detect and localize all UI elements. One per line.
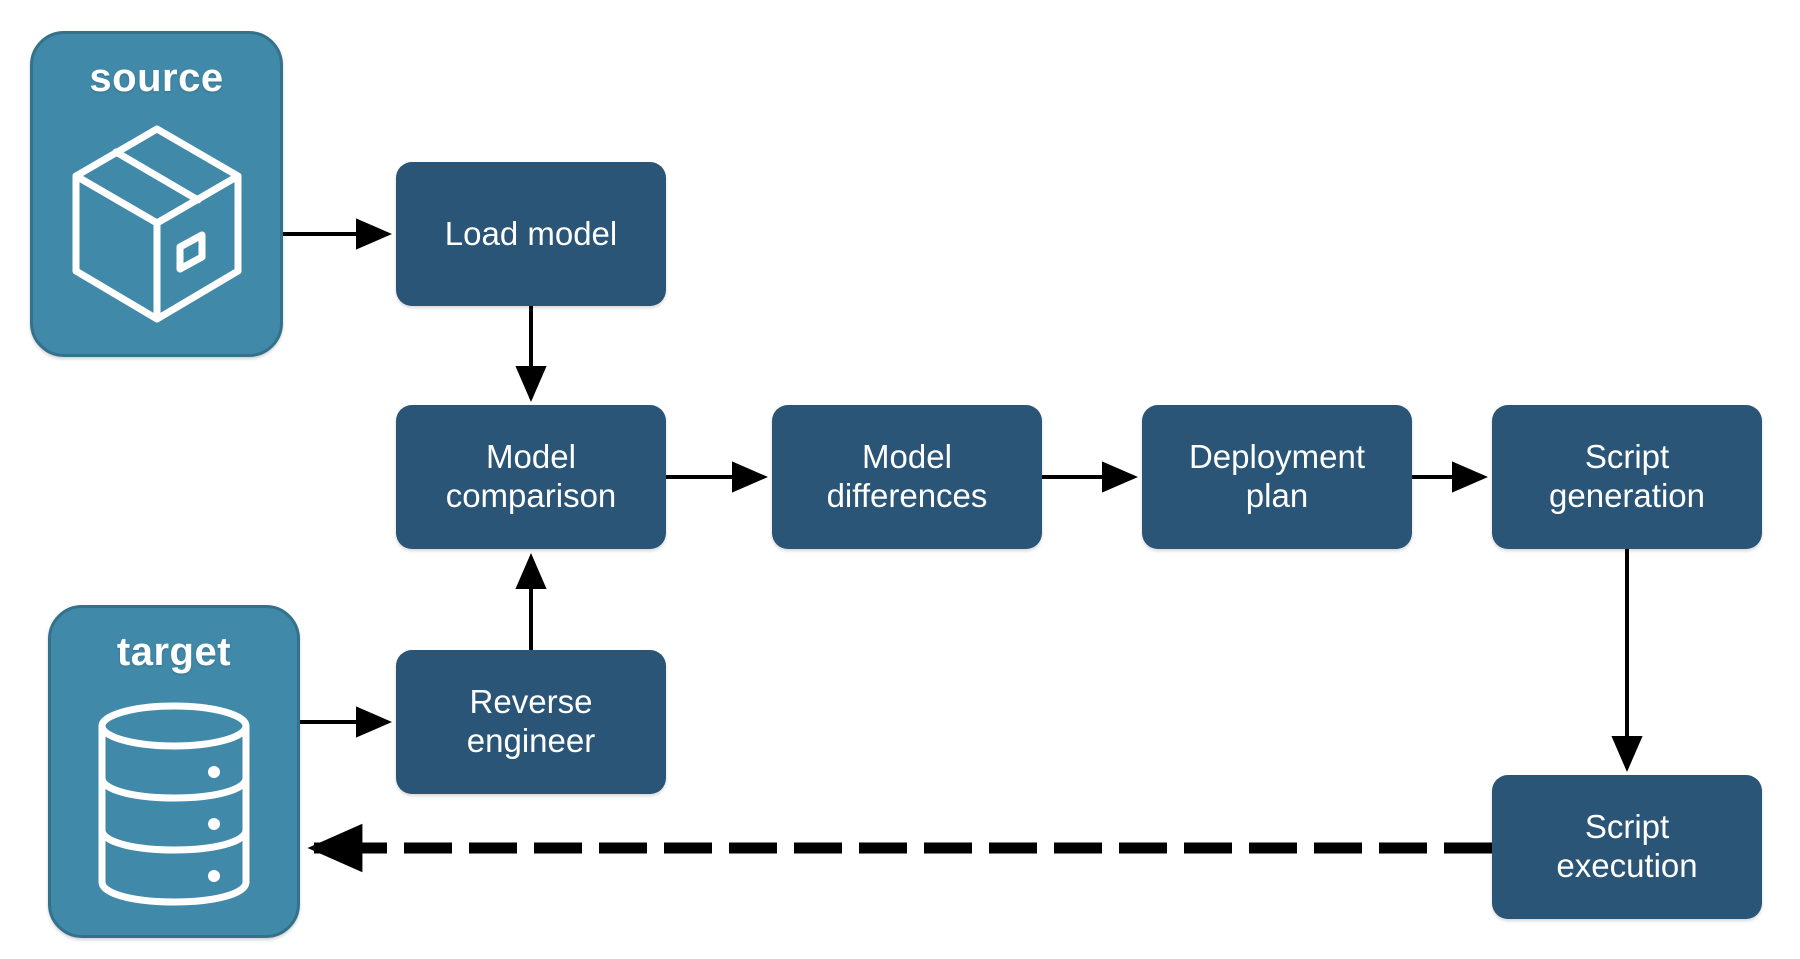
- node-model-differences[interactable]: Model differences: [772, 405, 1042, 549]
- node-model-comparison[interactable]: Model comparison: [396, 405, 666, 549]
- endpoint-source[interactable]: source: [30, 31, 283, 357]
- database-cylinder-icon: [51, 672, 297, 935]
- node-deployment-plan-label: Deployment plan: [1188, 438, 1366, 514]
- node-load-model[interactable]: Load model: [396, 162, 666, 306]
- endpoint-target-label: target: [116, 630, 232, 674]
- node-script-execution-label: Script execution: [1556, 808, 1698, 884]
- node-reverse-engineer-label: Reverse engineer: [466, 683, 596, 759]
- endpoint-source-label: source: [89, 56, 224, 100]
- node-script-execution[interactable]: Script execution: [1492, 775, 1762, 919]
- endpoint-target[interactable]: target: [48, 605, 300, 938]
- node-load-model-label: Load model: [444, 214, 618, 252]
- node-model-comparison-label: Model comparison: [445, 438, 617, 514]
- node-script-generation-label: Script generation: [1549, 438, 1705, 514]
- package-box-icon: [33, 98, 280, 354]
- node-deployment-plan[interactable]: Deployment plan: [1142, 405, 1412, 549]
- node-reverse-engineer[interactable]: Reverse engineer: [396, 650, 666, 794]
- node-script-generation[interactable]: Script generation: [1492, 405, 1762, 549]
- node-model-differences-label: Model differences: [826, 438, 988, 514]
